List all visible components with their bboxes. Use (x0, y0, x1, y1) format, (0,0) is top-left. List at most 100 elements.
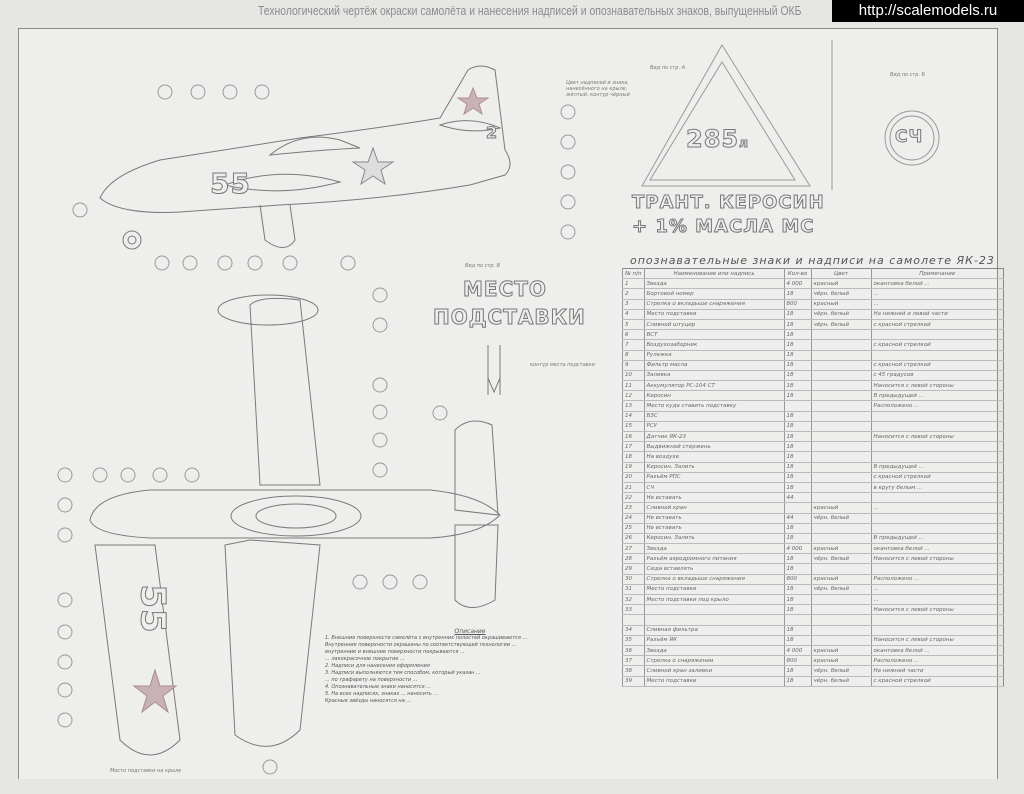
circle-text: СЧ (894, 127, 924, 148)
table-cell: Наносится с левой стороны (870, 635, 1004, 646)
markings-table: № п/п Наименование или надпись Кол-во Цв… (622, 268, 1004, 687)
description-line: внутренние и внешние поверхности покрыва… (325, 649, 465, 655)
table-cell: 18 (783, 390, 812, 402)
table-cell: 18 (783, 482, 812, 494)
description-line: 2. Надписи для нанесения оформления (325, 663, 430, 669)
table-cell: 14 (622, 411, 645, 422)
table-cell: Звезда (643, 645, 785, 657)
table-cell: 18 (783, 350, 812, 361)
table-cell (810, 625, 872, 636)
table-cell: ... (870, 584, 1004, 596)
table-cell: 18 (783, 339, 812, 351)
table-cell: 800 (783, 655, 812, 667)
fin-number: 2 (485, 123, 499, 142)
table-cell: 18 (783, 411, 812, 422)
table-cell (810, 482, 872, 494)
star-side-fin (456, 86, 490, 116)
table-cell: Расположено ... (870, 655, 1004, 667)
table-cell: 28 (622, 553, 645, 565)
table-cell: Датчик ЯК-23 (643, 431, 785, 443)
description-block: Описание 1. Внешние поверхности самолёта… (325, 628, 615, 705)
table-cell: Сливной кран (643, 502, 785, 514)
table-cell (810, 462, 872, 473)
table-cell: 18 (783, 431, 812, 443)
table-cell (810, 431, 872, 443)
table-cell: Керосин (643, 390, 785, 402)
table-cell: окантовка белой ... (870, 278, 1004, 290)
table-cell: 18 (783, 676, 812, 687)
table-cell: 18 (783, 288, 812, 300)
table-cell (870, 441, 1004, 453)
fuel-volume-unit: л (739, 136, 749, 151)
fuel-note: Цвет надписей и знака, нанесённого на кр… (566, 80, 630, 98)
table-cell: 4 000 (783, 543, 812, 555)
side-view (99, 65, 511, 250)
table-cell: чёрн. белый (810, 676, 872, 687)
table-cell: Стрелка о вкладыше снаряжения (643, 574, 785, 585)
table-cell: Место подставки под крыло (643, 594, 785, 606)
table-cell (643, 614, 785, 626)
table-cell: Наносится с левой стороны (870, 431, 1004, 443)
table-cell: 19 (622, 462, 645, 473)
table-cell: 9 (622, 360, 645, 371)
col-header: Примечание (870, 268, 1004, 280)
table-cell: Расположено ... (870, 574, 1004, 585)
table-cell (810, 441, 872, 453)
table-cell: ВСТ (643, 329, 785, 341)
table-cell: 18 (783, 563, 812, 575)
table-cell: На нижней части (870, 665, 1004, 677)
watermark-link[interactable]: http://scalemodels.ru (832, 0, 1024, 22)
table-cell (810, 360, 872, 371)
stand-note: контур места подставки (530, 362, 595, 368)
table-cell: чёрн. белый (810, 584, 872, 596)
table-cell (810, 635, 872, 646)
description-line: ... лакокрасочное покрытие ... (325, 656, 405, 662)
table-cell: 3 (622, 299, 645, 310)
header-title: Технологический чертёж окраски самолёта … (258, 3, 802, 18)
table-cell: чёрн. белый (810, 665, 872, 677)
table-cell: 27 (622, 543, 645, 555)
table-cell (810, 339, 872, 351)
col-header: Кол-во (783, 268, 812, 280)
table-header-row: № п/п Наименование или надпись Кол-во Цв… (622, 268, 1004, 280)
table-cell (870, 523, 1004, 534)
table-cell: Сливной штуцер (643, 319, 785, 331)
table-cell: 36 (622, 645, 645, 657)
table-cell: Не вставать (643, 513, 785, 524)
table-cell (622, 614, 645, 626)
table-cell: 1 (622, 278, 645, 290)
table-cell: Стрелка о снаряжении (643, 655, 785, 667)
table-cell: 4 000 (783, 278, 812, 290)
fuel-line-1: ТРАНТ. КЕРОСИН (632, 192, 825, 213)
table-cell: с 45 градусов (870, 370, 1004, 382)
table-cell: с красной стрелкой (870, 319, 1004, 331)
table-cell: Воздухозаборник (643, 339, 785, 351)
description-title: Описание (454, 628, 486, 635)
table-title: опознавательные знаки и надписи на самол… (630, 254, 995, 267)
table-cell: Фильтр масла (643, 360, 785, 371)
table-cell: 38 (622, 665, 645, 677)
description-line: 1. Внешние поверхности самолёта с внутре… (325, 635, 528, 641)
table-cell: 18 (783, 451, 812, 463)
table-cell: 18 (783, 441, 812, 453)
table-cell: 8 (622, 350, 645, 361)
table-cell: 18 (783, 370, 812, 382)
table-cell: ... (870, 288, 1004, 300)
table-cell: Наносится с левой стороны (870, 553, 1004, 565)
table-cell (810, 594, 872, 606)
table-cell: 18 (783, 604, 812, 616)
table-cell (870, 492, 1004, 504)
star-side-fuselage (351, 146, 395, 186)
view-label-b: Вид по стр. Б (890, 72, 926, 78)
table-cell: 18 (622, 451, 645, 463)
table-cell: 18 (783, 665, 812, 677)
table-cell: окантовка белой ... (870, 645, 1004, 657)
